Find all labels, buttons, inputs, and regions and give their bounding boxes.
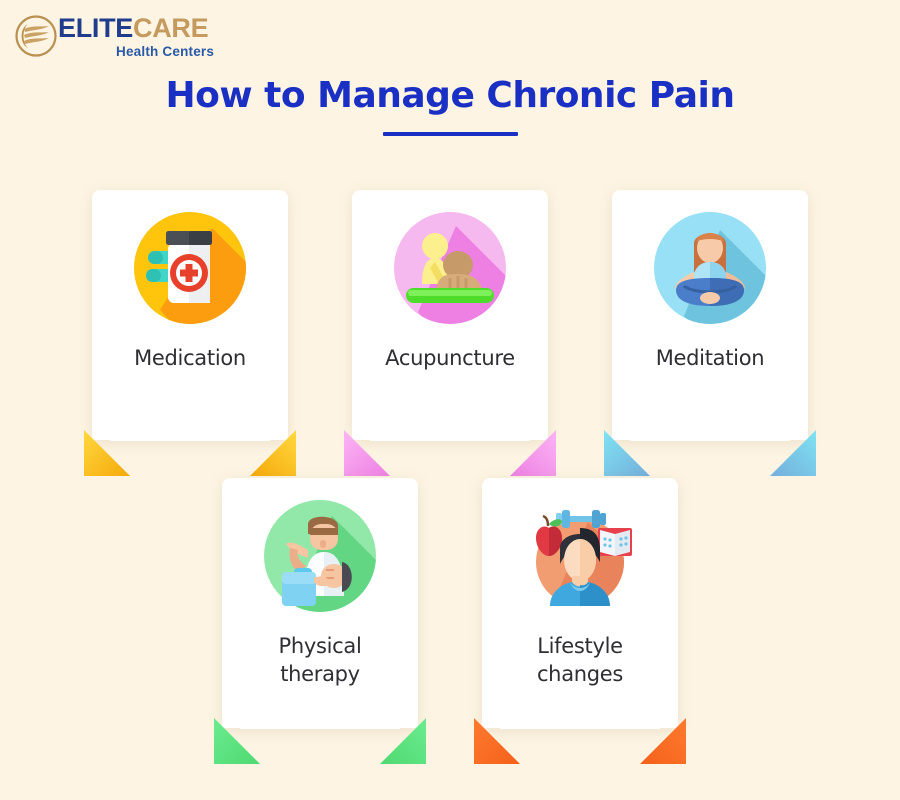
corner-flap-left xyxy=(84,430,130,476)
card-physical-therapy[interactable]: Physical therapy xyxy=(214,478,426,764)
corner-flap-left xyxy=(474,718,520,764)
card-label: Physical therapy xyxy=(278,634,362,686)
card-label: Medication xyxy=(134,346,246,370)
corner-flap-right xyxy=(770,430,816,476)
logo-wordmark: ELITECARE Health Centers xyxy=(58,15,308,60)
card-medication[interactable]: Medication xyxy=(84,190,296,476)
pill-bottle-icon xyxy=(134,212,246,324)
title-underline xyxy=(382,132,518,136)
corner-flap-right xyxy=(510,430,556,476)
corner-flap-left xyxy=(214,718,260,764)
corner-flap-left xyxy=(344,430,390,476)
logo-word-elite: ELITE xyxy=(58,13,134,43)
header: How to Manage Chronic Pain xyxy=(0,74,900,136)
card-row-top: Medication xyxy=(0,190,900,476)
card-lifestyle-changes[interactable]: Lifestyle changes xyxy=(474,478,686,764)
corner-flap-left xyxy=(604,430,650,476)
massage-therapy-icon xyxy=(394,212,506,324)
corner-flap-right xyxy=(250,430,296,476)
page-title: How to Manage Chronic Pain xyxy=(165,75,735,116)
elitecare-circular-emblem-icon xyxy=(14,14,58,58)
corner-flap-right xyxy=(640,718,686,764)
logo-tagline: Health Centers xyxy=(116,44,215,59)
card-meditation[interactable]: Meditation xyxy=(604,190,816,476)
card-label: Meditation xyxy=(655,346,765,370)
physical-therapy-icon xyxy=(264,500,376,612)
card-row-bottom: Physical therapy xyxy=(0,478,900,764)
logo-word-care: CARE xyxy=(133,13,209,43)
healthy-lifestyle-icon xyxy=(524,500,636,612)
brand-logo[interactable]: ELITECARE Health Centers xyxy=(14,10,314,66)
card-label: Lifestyle changes xyxy=(536,634,624,686)
lotus-pose-icon xyxy=(654,212,766,324)
card-label: Acupuncture xyxy=(385,346,515,370)
logo-wordmark-main: ELITECARE xyxy=(58,15,308,42)
card-acupuncture[interactable]: Acupuncture xyxy=(344,190,556,476)
corner-flap-right xyxy=(380,718,426,764)
